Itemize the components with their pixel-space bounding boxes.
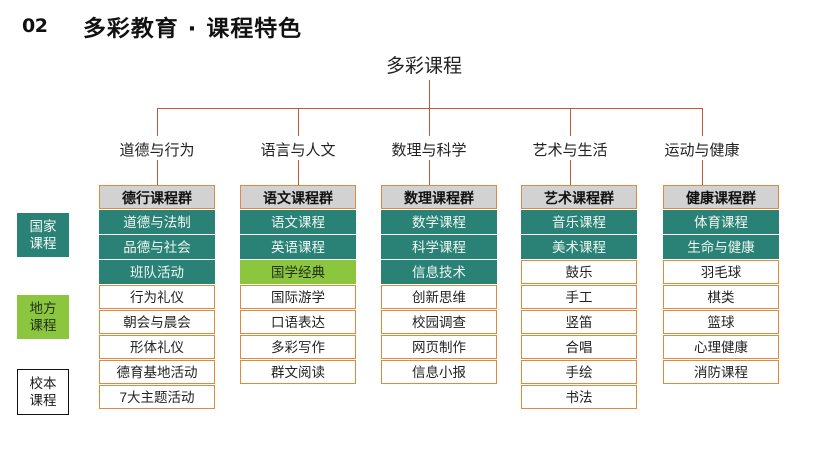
legend-label-line: 国家 (29, 219, 57, 234)
legend-label-line: 课程 (29, 236, 57, 251)
course-cell[interactable]: 竖笛 (521, 310, 637, 334)
connector-stem-col-2 (298, 160, 299, 185)
connector-stem-col-5 (702, 160, 703, 185)
course-cell[interactable]: 班队活动 (99, 260, 215, 284)
column-header: 德行课程群 (99, 185, 215, 209)
course-cell[interactable]: 口语表达 (240, 310, 356, 334)
connector-stem-col-3 (429, 160, 430, 185)
course-cell[interactable]: 多彩写作 (240, 335, 356, 359)
connector-stem-col-4 (570, 160, 571, 185)
course-cell[interactable]: 科学课程 (381, 235, 497, 259)
course-cell[interactable]: 鼓乐 (521, 260, 637, 284)
course-cell[interactable]: 手绘 (521, 360, 637, 384)
legend-item-school: 校本课程 (17, 369, 69, 415)
course-cell[interactable]: 校园调查 (381, 310, 497, 334)
course-cell[interactable]: 国学经典 (240, 260, 356, 284)
course-cell[interactable]: 手工 (521, 285, 637, 309)
branch-label-3: 数理与科学 (391, 142, 467, 159)
section-number: 02 (22, 15, 48, 37)
legend-label-line: 课程 (29, 393, 57, 408)
branch-label-2: 语言与人文 (260, 142, 336, 159)
course-cell[interactable]: 信息小报 (381, 360, 497, 384)
legend-label-line: 地方 (29, 301, 57, 316)
connector-drop-4 (570, 108, 571, 136)
branch-label-1: 道德与行为 (119, 142, 195, 159)
course-column-4: 艺术课程群音乐课程美术课程鼓乐手工竖笛合唱手绘书法 (521, 185, 637, 410)
column-header: 健康课程群 (663, 185, 779, 209)
course-cell[interactable]: 信息技术 (381, 260, 497, 284)
course-cell[interactable]: 生命与健康 (663, 235, 779, 259)
course-cell[interactable]: 篮球 (663, 310, 779, 334)
legend-item-national: 国家课程 (17, 213, 69, 257)
course-cell[interactable]: 体育课程 (663, 210, 779, 234)
connector-drop-2 (298, 108, 299, 136)
connector-drop-3 (429, 108, 430, 136)
branch-label-4: 艺术与生活 (532, 142, 608, 159)
course-cell[interactable]: 心理健康 (663, 335, 779, 359)
column-header: 语文课程群 (240, 185, 356, 209)
course-cell[interactable]: 朝会与晨会 (99, 310, 215, 334)
course-cell[interactable]: 群文阅读 (240, 360, 356, 384)
course-cell[interactable]: 道德与法制 (99, 210, 215, 234)
course-cell[interactable]: 行为礼仪 (99, 285, 215, 309)
course-cell[interactable]: 音乐课程 (521, 210, 637, 234)
column-header: 数理课程群 (381, 185, 497, 209)
connector-root-stem (429, 80, 430, 108)
course-column-3: 数理课程群数学课程科学课程信息技术创新思维校园调查网页制作信息小报 (381, 185, 497, 385)
connector-stem-col-1 (157, 160, 158, 185)
course-cell[interactable]: 羽毛球 (663, 260, 779, 284)
column-header: 艺术课程群 (521, 185, 637, 209)
course-cell[interactable]: 德育基地活动 (99, 360, 215, 384)
connector-drop-5 (702, 108, 703, 136)
legend-item-local: 地方课程 (17, 295, 69, 339)
branch-label-5: 运动与健康 (664, 142, 740, 159)
connector-drop-1 (157, 108, 158, 136)
legend-label-line: 课程 (29, 318, 57, 333)
course-cell[interactable]: 美术课程 (521, 235, 637, 259)
legend-label-line: 校本 (29, 376, 57, 391)
course-cell[interactable]: 形体礼仪 (99, 335, 215, 359)
slide-header: 02 多彩教育 · 课程特色 (0, 8, 835, 42)
course-column-2: 语文课程群语文课程英语课程国学经典国际游学口语表达多彩写作群文阅读 (240, 185, 356, 385)
course-column-5: 健康课程群体育课程生命与健康羽毛球棋类篮球心理健康消防课程 (663, 185, 779, 385)
course-cell[interactable]: 消防课程 (663, 360, 779, 384)
course-cell[interactable]: 棋类 (663, 285, 779, 309)
course-cell[interactable]: 7大主题活动 (99, 385, 215, 409)
course-cell[interactable]: 数学课程 (381, 210, 497, 234)
root-node-label: 多彩课程 (386, 56, 463, 77)
course-cell[interactable]: 网页制作 (381, 335, 497, 359)
course-cell[interactable]: 创新思维 (381, 285, 497, 309)
course-cell[interactable]: 语文课程 (240, 210, 356, 234)
course-cell[interactable]: 书法 (521, 385, 637, 409)
course-cell[interactable]: 英语课程 (240, 235, 356, 259)
course-cell[interactable]: 合唱 (521, 335, 637, 359)
page-title: 多彩教育 · 课程特色 (83, 17, 303, 42)
course-cell[interactable]: 品德与社会 (99, 235, 215, 259)
course-cell[interactable]: 国际游学 (240, 285, 356, 309)
